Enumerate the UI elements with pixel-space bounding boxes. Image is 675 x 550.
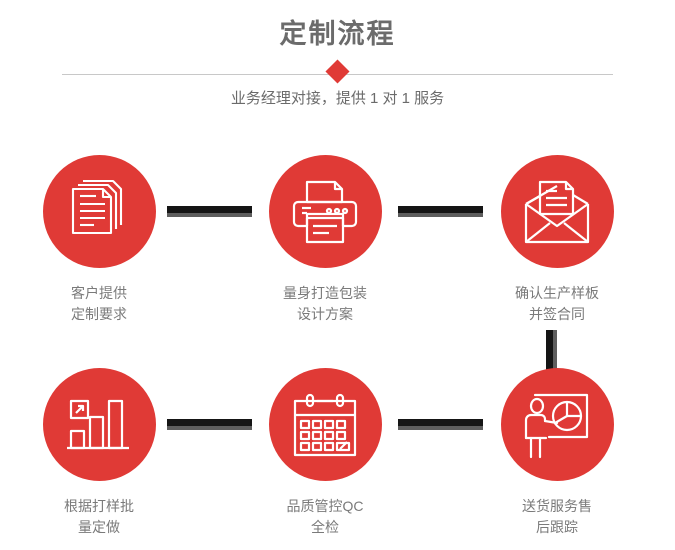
connector-step1-step2 [167, 206, 252, 217]
calendar-check-icon [293, 393, 357, 456]
connector-bar-dark [167, 419, 252, 426]
step-label: 确认生产样板 并签合同 [515, 285, 599, 322]
connector-step5-step6 [398, 419, 483, 430]
connector-step4-step5 [167, 419, 252, 430]
connector-bar-dark [398, 206, 483, 213]
step-icon-circle [268, 155, 382, 268]
header: 定制流程 业务经理对接，提供 1 对 1 服务 [0, 0, 675, 125]
process-step-3[interactable]: 确认生产样板 并签合同 [467, 155, 647, 325]
process-step-2[interactable]: 量身打造包装 设计方案 [235, 155, 415, 325]
page-subtitle: 业务经理对接，提供 1 对 1 服务 [230, 90, 445, 107]
connector-bar-gray [398, 213, 483, 217]
step-icon-circle [268, 368, 382, 481]
connector-bar-gray [167, 426, 252, 430]
step-label: 品质管控QC 全检 [286, 498, 364, 535]
connector-bar-dark [398, 419, 483, 426]
connector-bar-gray [398, 426, 483, 430]
step-icon-circle [42, 155, 156, 268]
page-title: 定制流程 [279, 19, 396, 49]
title-divider [0, 59, 675, 88]
connector-bar-gray [167, 213, 252, 217]
step-label: 根据打样批 量定做 [64, 498, 134, 535]
process-step-6[interactable]: 送货服务售 后跟踪 [467, 368, 647, 538]
envelope-letter-icon [524, 180, 590, 243]
connector-step2-step3 [398, 206, 483, 217]
step-label: 量身打造包装 设计方案 [283, 285, 367, 322]
process-step-5[interactable]: 品质管控QC 全检 [235, 368, 415, 538]
process-step-1[interactable]: 客户提供 定制要求 [9, 155, 189, 325]
connector-bar-dark [167, 206, 252, 213]
connector-step3-step6 [546, 330, 557, 373]
step-icon-circle [42, 368, 156, 481]
presenter-pie-chart-icon [524, 393, 589, 458]
bar-chart-growth-icon [67, 399, 129, 449]
documents-stack-icon [71, 179, 123, 234]
process-step-4[interactable]: 根据打样批 量定做 [9, 368, 189, 538]
printer-icon [292, 180, 358, 243]
step-icon-circle [500, 368, 614, 481]
step-label: 送货服务售 后跟踪 [522, 498, 592, 535]
step-label: 客户提供 定制要求 [71, 285, 127, 322]
step-icon-circle [500, 155, 614, 268]
connector-bar-gray [553, 330, 557, 373]
connector-bar-dark [546, 330, 553, 373]
